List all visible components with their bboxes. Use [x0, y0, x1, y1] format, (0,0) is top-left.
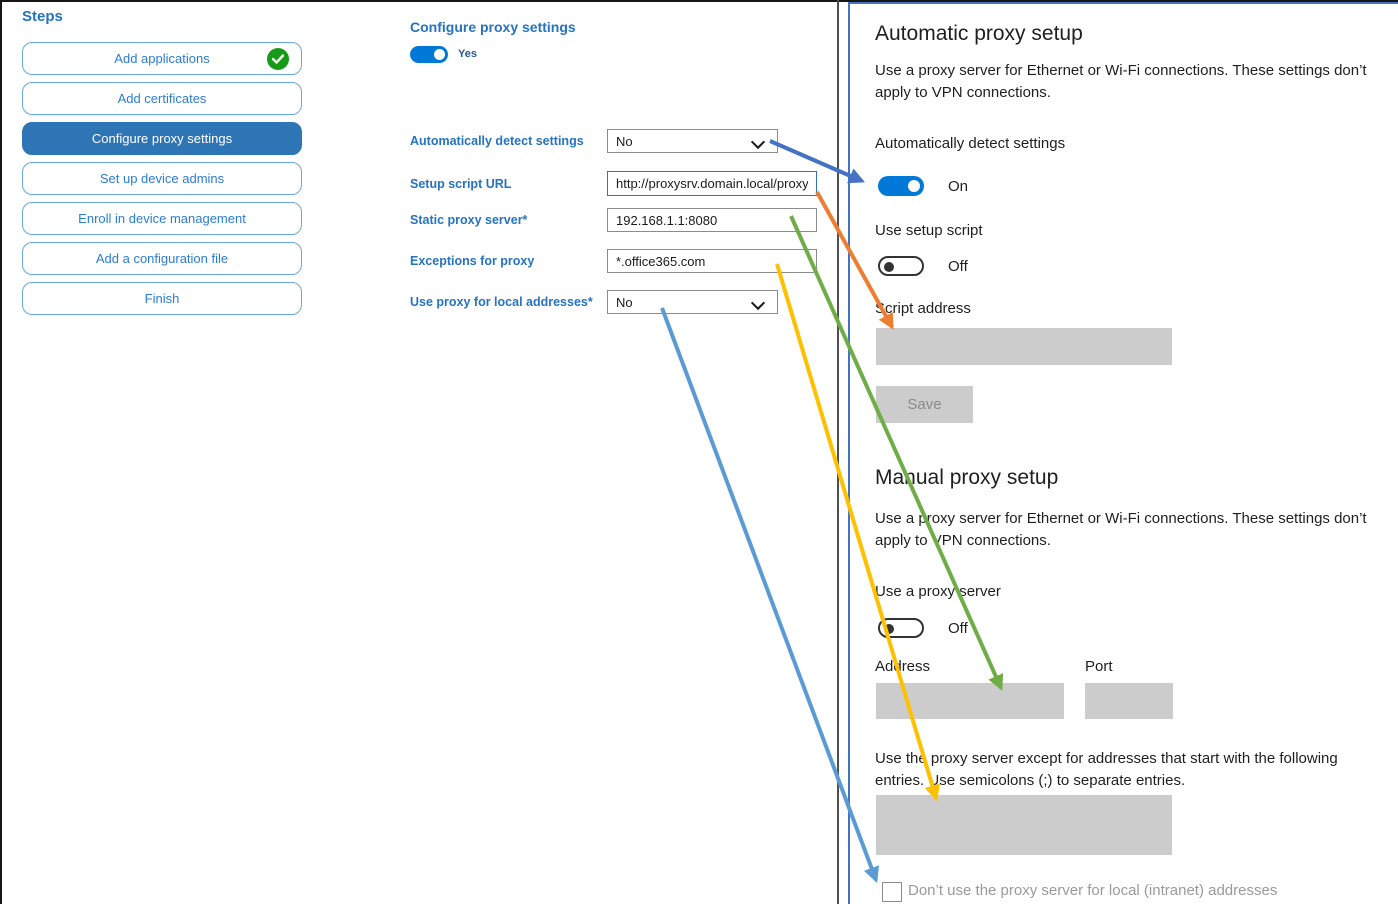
step-label: Finish — [144, 291, 180, 306]
arrow-local-addresses — [660, 307, 880, 883]
step-enroll-device-management[interactable]: Enroll in device management — [22, 202, 302, 235]
local-addresses-checkbox[interactable] — [882, 882, 902, 902]
manual-proxy-description: Use a proxy server for Ethernet or Wi-Fi… — [875, 510, 1367, 549]
windows-proxy-settings-panel: Automatic proxy setup Use a proxy server… — [848, 2, 1398, 904]
step-add-applications[interactable]: Add applications — [22, 42, 302, 75]
script-address-label: Script address — [875, 300, 971, 317]
address-label: Address — [875, 658, 931, 675]
configure-proxy-toggle[interactable] — [410, 46, 448, 63]
detect-settings-toggle-state: On — [948, 178, 969, 195]
local-addresses-checkbox-label: Don’t use the proxy server for local (in… — [908, 882, 1278, 899]
use-proxy-server-toggle-state: Off — [948, 620, 968, 637]
select-use-proxy-local-addresses[interactable]: No — [607, 290, 778, 314]
use-proxy-server-label: Use a proxy server — [875, 583, 1001, 600]
port-input[interactable] — [1085, 683, 1173, 719]
toggle-knob — [884, 262, 894, 272]
step-label: Add certificates — [117, 91, 207, 106]
label-setup-script-url: Setup script URL — [410, 177, 512, 191]
input-exceptions-for-proxy[interactable] — [607, 249, 817, 273]
pane-divider — [837, 0, 839, 904]
chevron-down-icon — [750, 134, 766, 150]
step-configure-proxy-settings[interactable]: Configure proxy settings — [22, 122, 302, 155]
label-use-proxy-local-addresses: Use proxy for local addresses* — [410, 295, 593, 309]
use-setup-script-toggle[interactable] — [878, 256, 924, 276]
step-add-configuration-file[interactable]: Add a configuration file — [22, 242, 302, 275]
step-label: Configure proxy settings — [91, 131, 233, 146]
label-exceptions-for-proxy: Exceptions for proxy — [410, 254, 535, 268]
step-label: Enroll in device management — [78, 211, 246, 226]
toggle-knob — [908, 180, 920, 192]
proxy-exceptions-description: Use the proxy server except for addresse… — [875, 750, 1338, 789]
script-address-input[interactable] — [876, 328, 1172, 365]
automatic-proxy-description: Use a proxy server for Ethernet or Wi-Fi… — [875, 62, 1367, 101]
frame-border-top — [0, 0, 1398, 2]
use-setup-script-toggle-state: Off — [948, 258, 968, 275]
input-setup-script-url[interactable] — [607, 171, 817, 196]
configure-proxy-toggle-state: Yes — [458, 48, 477, 60]
use-setup-script-label: Use setup script — [875, 222, 983, 239]
toggle-knob — [434, 49, 445, 60]
frame-border-left — [0, 0, 2, 904]
chevron-down-icon — [750, 295, 766, 311]
select-automatically-detect-settings[interactable]: No — [607, 129, 778, 153]
step-label: Add a configuration file — [95, 251, 229, 266]
automatic-proxy-setup-heading: Automatic proxy setup — [875, 22, 1083, 45]
form-title: Configure proxy settings — [410, 19, 576, 35]
select-value: No — [616, 294, 633, 310]
detect-settings-label: Automatically detect settings — [875, 135, 1066, 152]
step-finish[interactable]: Finish — [22, 282, 302, 315]
proxy-exceptions-textarea[interactable] — [876, 795, 1172, 855]
steps-heading: Steps — [22, 8, 63, 25]
step-set-up-device-admins[interactable]: Set up device admins — [22, 162, 302, 195]
label-static-proxy-server: Static proxy server* — [410, 213, 528, 227]
detect-settings-toggle[interactable] — [878, 176, 924, 196]
step-label: Set up device admins — [99, 171, 225, 186]
manual-proxy-setup-heading: Manual proxy setup — [875, 466, 1059, 489]
toggle-knob — [884, 624, 894, 634]
select-value: No — [616, 133, 633, 149]
use-proxy-server-toggle[interactable] — [878, 618, 924, 638]
port-label: Port — [1085, 658, 1113, 675]
step-add-certificates[interactable]: Add certificates — [22, 82, 302, 115]
input-static-proxy-server[interactable] — [607, 208, 817, 232]
completed-check-icon — [267, 47, 289, 70]
step-label: Add applications — [114, 51, 210, 66]
label-automatically-detect-settings: Automatically detect settings — [410, 134, 584, 148]
save-button[interactable]: Save — [876, 386, 973, 423]
address-input[interactable] — [876, 683, 1064, 719]
